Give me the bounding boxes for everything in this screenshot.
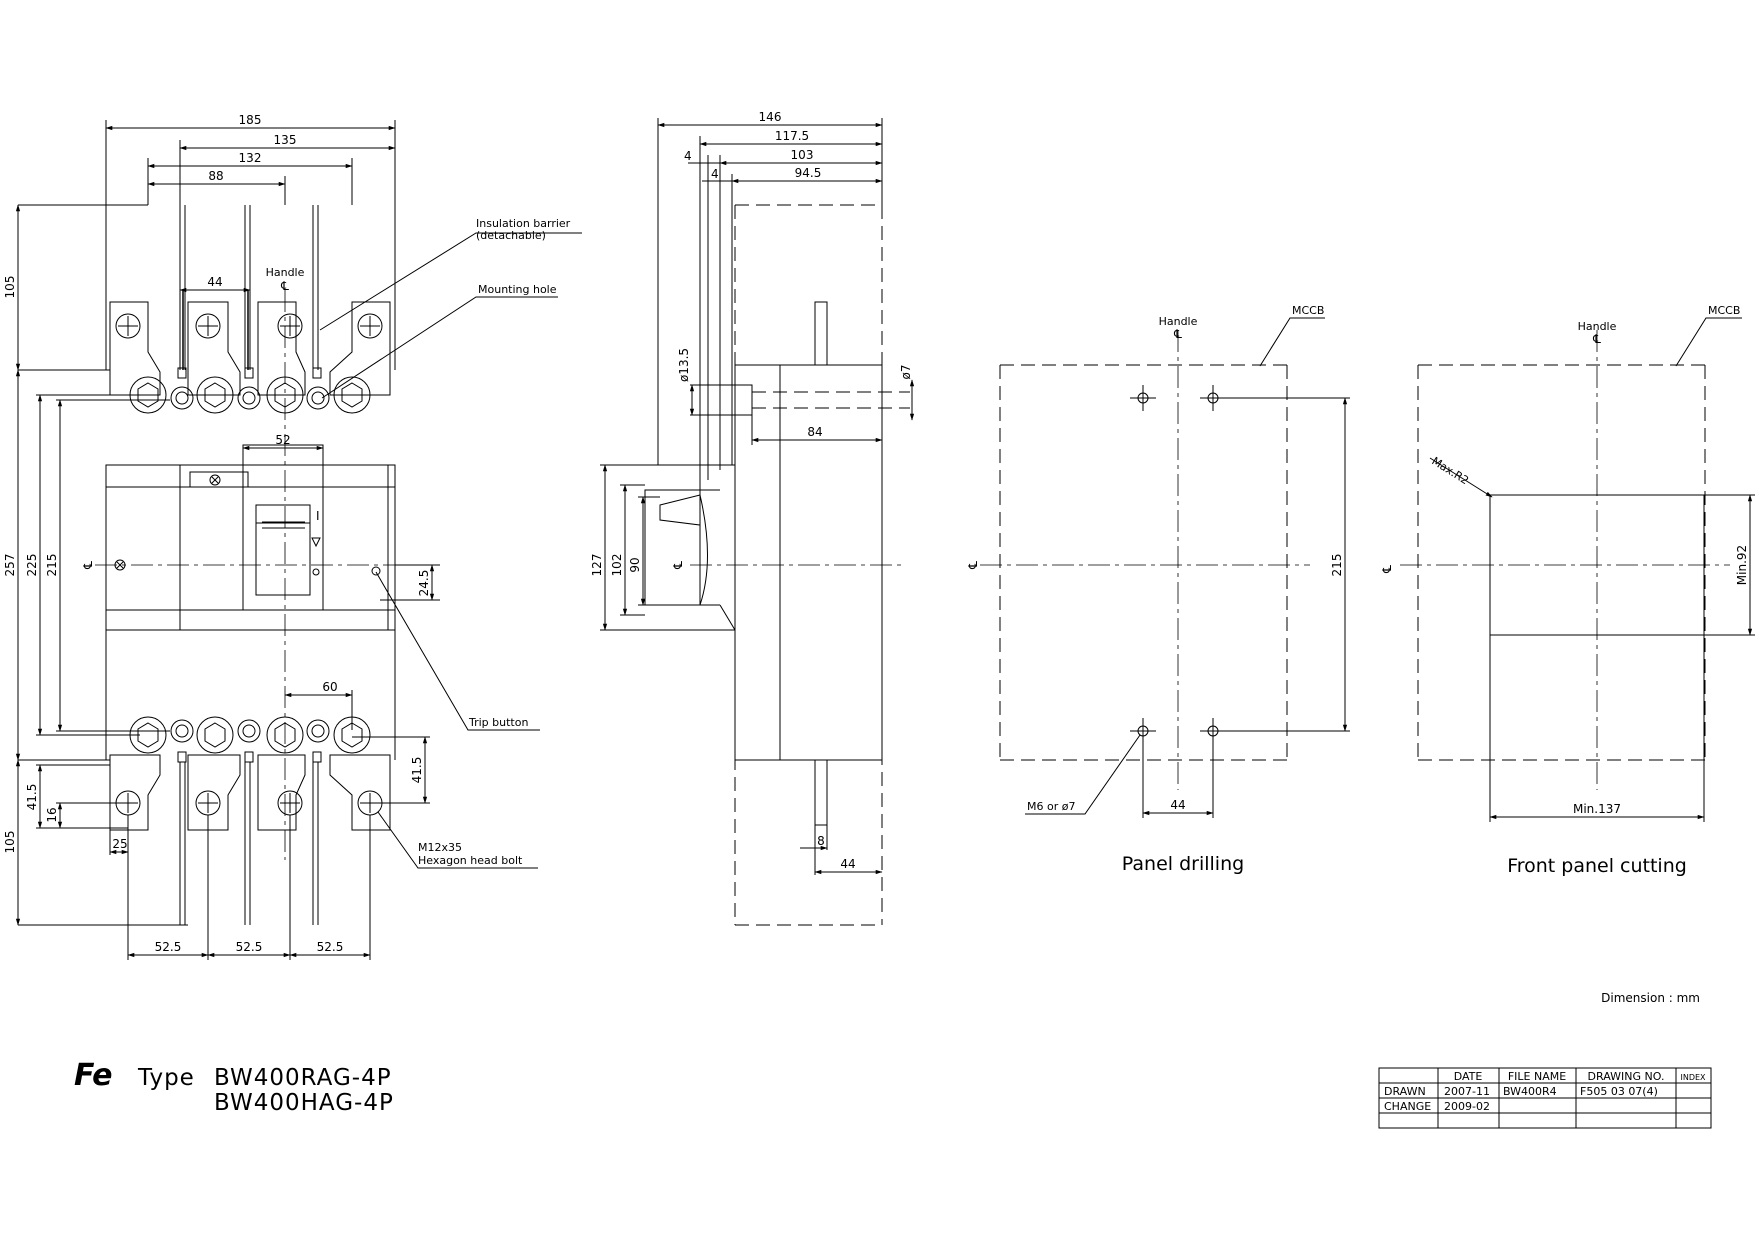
dim-215: 215 xyxy=(45,554,59,577)
dim-84: 84 xyxy=(807,425,822,439)
model-2: BW400HAG-4P xyxy=(214,1090,394,1116)
model-1: BW400RAG-4P xyxy=(214,1065,392,1091)
dim-pitch-2: 52.5 xyxy=(236,940,263,954)
dim-146: 146 xyxy=(759,110,782,124)
centerline-symbol: ℄ xyxy=(671,561,685,570)
mccb-label-drill: MCCB xyxy=(1292,304,1324,317)
tb-change-date: 2009-02 xyxy=(1444,1100,1490,1113)
max-radius-label: Max.R2 xyxy=(1429,455,1471,488)
tb-change: CHANGE xyxy=(1384,1100,1431,1113)
handle-label-cut: Handle xyxy=(1578,320,1617,333)
hole-spec-label: M6 or ø7 xyxy=(1027,800,1075,813)
fe-logo: Fe xyxy=(74,1058,113,1093)
front-panel-cutting-caption: Front panel cutting xyxy=(1507,855,1687,877)
dim-4b: 4 xyxy=(711,167,719,181)
tb-drawn-drawing: F505 03 07(4) xyxy=(1580,1085,1658,1098)
centerline-symbol: ℄ xyxy=(1592,332,1601,346)
tb-header-file: FILE NAME xyxy=(1508,1070,1566,1083)
tb-drawn-date: 2007-11 xyxy=(1444,1085,1490,1098)
dimension-note: Dimension : mm xyxy=(1601,991,1700,1005)
fe-logo-text: Fe xyxy=(74,1058,113,1093)
type-label: Type xyxy=(137,1065,195,1091)
min-92-label: Min.92 xyxy=(1735,545,1749,585)
dim-24-5: 24.5 xyxy=(417,570,431,597)
insulation-barrier-sub: (detachable) xyxy=(476,229,546,242)
centerline-symbol: ℄ xyxy=(280,279,289,293)
dim-88: 88 xyxy=(208,169,223,183)
dim-44: 44 xyxy=(207,275,222,289)
dim-41-5-left: 41.5 xyxy=(25,784,39,811)
dim-257: 257 xyxy=(3,554,17,577)
panel-drilling-caption: Panel drilling xyxy=(1122,853,1244,875)
dim-103: 103 xyxy=(791,148,814,162)
tb-header-date: DATE xyxy=(1454,1070,1483,1083)
dim-25: 25 xyxy=(112,837,127,851)
tb-header-index: INDEX xyxy=(1680,1073,1706,1082)
front-panel-cutting-view: ℄ Handle ℄ MCCB Max.R2 Min.92 Min.137 Fr… xyxy=(1380,304,1755,877)
handle-label-drill: Handle xyxy=(1159,315,1198,328)
centerline-symbol: ℄ xyxy=(81,561,95,570)
bolt-label-sub: Hexagon head bolt xyxy=(418,854,523,867)
mounting-hole-label: Mounting hole xyxy=(478,283,557,296)
centerline-symbol: ℄ xyxy=(966,561,980,570)
trip-button-label: Trip button xyxy=(468,716,528,729)
tb-header-drawing: DRAWING NO. xyxy=(1588,1070,1665,1083)
mccb-label-cut: MCCB xyxy=(1708,304,1740,317)
dim-8: 8 xyxy=(817,834,825,848)
dim-132: 132 xyxy=(239,151,262,165)
dim-102: 102 xyxy=(610,554,624,577)
dim-105-bottom: 105 xyxy=(3,831,17,854)
dim-4a: 4 xyxy=(684,149,692,163)
dim-16: 16 xyxy=(45,807,59,822)
dim-117-5: 117.5 xyxy=(775,129,809,143)
panel-drilling-view: ℄ Handle ℄ MCCB 215 44 M6 or ø7 Panel dr… xyxy=(966,304,1350,875)
dim-pitch-1: 52.5 xyxy=(155,940,182,954)
dim-90: 90 xyxy=(628,557,642,572)
dim-pitch-3: 52.5 xyxy=(317,940,344,954)
centerline-symbol: ℄ xyxy=(1173,327,1182,341)
insulation-barrier-label: Insulation barrier xyxy=(476,217,571,230)
min-137-label: Min.137 xyxy=(1573,802,1621,816)
dim-127: 127 xyxy=(590,554,604,577)
centerline-symbol: ℄ xyxy=(1380,565,1394,574)
dim-d13-5: ø13.5 xyxy=(677,348,691,382)
tb-drawn-file: BW400R4 xyxy=(1503,1085,1557,1098)
side-view: 146 117.5 103 94.5 4 4 xyxy=(590,110,915,926)
dim-215-drill: 215 xyxy=(1330,554,1344,577)
dim-d7: ø7 xyxy=(899,365,913,380)
dim-135: 135 xyxy=(274,133,297,147)
front-view: 185 135 132 88 xyxy=(3,113,582,960)
tb-drawn: DRAWN xyxy=(1384,1085,1426,1098)
title-block: DATE FILE NAME DRAWING NO. INDEX DRAWN 2… xyxy=(1378,1067,1712,1129)
dim-44-drill: 44 xyxy=(1170,798,1185,812)
dim-52: 52 xyxy=(275,433,290,447)
dim-60: 60 xyxy=(322,680,337,694)
dim-225: 225 xyxy=(25,554,39,577)
bolt-label: M12x35 xyxy=(418,841,462,854)
dim-105-top: 105 xyxy=(3,276,17,299)
handle-label: Handle xyxy=(266,266,305,279)
dim-185: 185 xyxy=(239,113,262,127)
dim-94-5: 94.5 xyxy=(795,166,822,180)
dim-41-5-right: 41.5 xyxy=(410,757,424,784)
svg-text:I: I xyxy=(316,509,320,523)
dim-44-side: 44 xyxy=(840,857,855,871)
